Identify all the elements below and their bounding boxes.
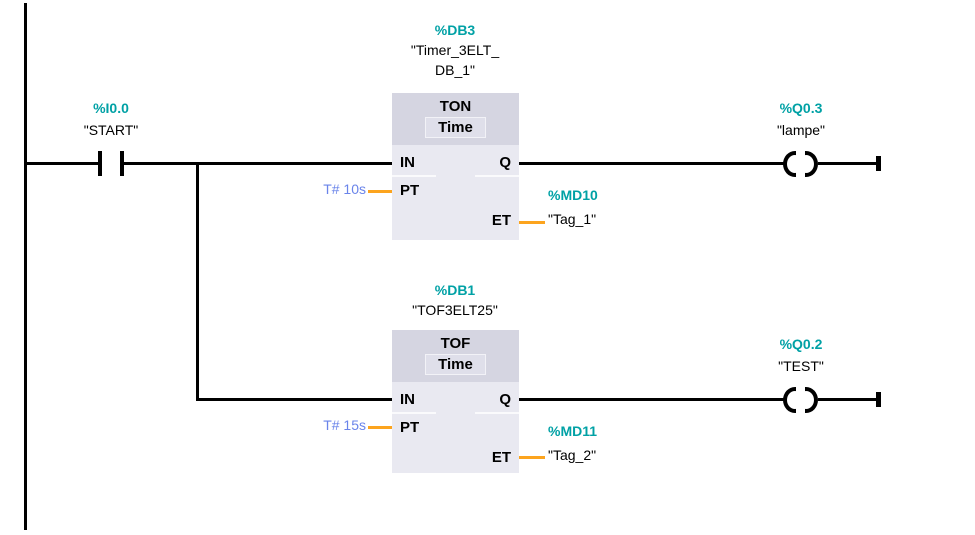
coil-tag[interactable]: "TEST" xyxy=(778,358,824,374)
pin-et[interactable]: ET xyxy=(491,449,511,466)
pin-q[interactable]: Q xyxy=(499,391,511,408)
data-type-dropdown[interactable]: Time xyxy=(425,354,486,375)
et-tag[interactable]: "Tag_2" xyxy=(548,447,597,463)
coil-paren-right xyxy=(805,151,818,177)
pin-separator xyxy=(475,412,519,414)
pin-pt[interactable]: PT xyxy=(400,419,420,436)
output-coil-test[interactable] xyxy=(783,386,819,414)
wire-q-to-coil xyxy=(519,162,785,165)
coil-paren-left xyxy=(783,151,796,177)
et-wire xyxy=(519,221,545,224)
coil-paren-right xyxy=(805,387,818,413)
db-name[interactable]: "TOF3ELT25" xyxy=(412,302,498,318)
pt-value[interactable]: T# 10s xyxy=(323,181,366,197)
block-header: TON Time xyxy=(392,93,519,145)
pin-et[interactable]: ET xyxy=(491,212,511,229)
db-name-line1[interactable]: "Timer_3ELT_ xyxy=(410,42,500,58)
branch-wire-to-block xyxy=(196,398,392,401)
et-wire xyxy=(519,456,545,459)
pin-pt[interactable]: PT xyxy=(400,182,420,199)
db-operand[interactable]: %DB1 xyxy=(434,282,476,298)
data-type-dropdown[interactable]: Time xyxy=(425,117,486,138)
db-name-line2[interactable]: DB_1" xyxy=(435,62,475,78)
wire-rail-to-contact xyxy=(24,162,100,165)
wire-coil-to-end xyxy=(818,398,878,401)
coil-operand[interactable]: %Q0.2 xyxy=(779,336,823,352)
wire-coil-to-end xyxy=(818,162,878,165)
rung-end-tick xyxy=(876,156,881,171)
coil-paren-left xyxy=(783,387,796,413)
wire-q-to-coil xyxy=(519,398,785,401)
rung-end-tick xyxy=(876,392,881,407)
wire-contact-to-block xyxy=(124,162,392,165)
pt-wire xyxy=(368,426,392,429)
coil-tag[interactable]: "lampe" xyxy=(776,122,826,138)
timer-block-ton[interactable]: TON Time IN PT Q ET xyxy=(392,93,519,240)
contact-bar-left xyxy=(98,151,102,176)
block-type-label: TOF xyxy=(440,335,471,352)
pin-q[interactable]: Q xyxy=(499,154,511,171)
db-operand[interactable]: %DB3 xyxy=(434,22,476,38)
pt-wire xyxy=(368,190,392,193)
timer-block-tof[interactable]: TOF Time IN PT Q ET xyxy=(392,330,519,473)
pin-separator xyxy=(392,175,436,177)
power-rail xyxy=(24,3,27,530)
et-operand[interactable]: %MD11 xyxy=(548,423,598,439)
pt-value[interactable]: T# 15s xyxy=(323,417,366,433)
output-coil-lampe[interactable] xyxy=(783,150,819,178)
no-contact-start[interactable] xyxy=(96,149,126,177)
et-operand[interactable]: %MD10 xyxy=(548,187,598,203)
pin-separator xyxy=(475,175,519,177)
et-tag[interactable]: "Tag_1" xyxy=(548,211,597,227)
pin-in[interactable]: IN xyxy=(400,391,415,408)
coil-operand[interactable]: %Q0.3 xyxy=(779,100,823,116)
block-header: TOF Time xyxy=(392,330,519,382)
pin-in[interactable]: IN xyxy=(400,154,415,171)
block-type-label: TON xyxy=(439,98,472,115)
contact-tag[interactable]: "START" xyxy=(83,122,139,138)
pin-separator xyxy=(392,412,436,414)
branch-wire-vertical xyxy=(196,162,199,401)
contact-bar-right xyxy=(120,151,124,176)
contact-operand[interactable]: %I0.0 xyxy=(93,100,129,116)
